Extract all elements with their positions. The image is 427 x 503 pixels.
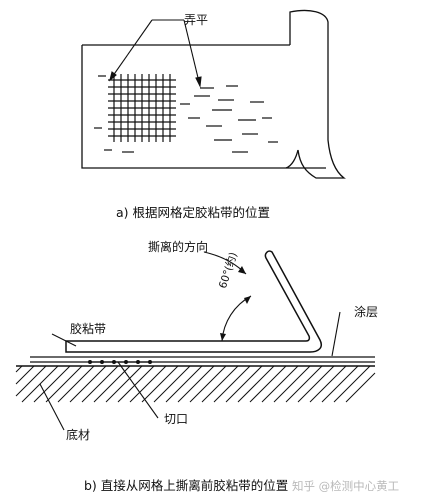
tape-curl-edge xyxy=(285,149,299,169)
label-peel-direction: 撕离的方向 xyxy=(148,240,209,254)
peel-arrowhead xyxy=(238,266,246,274)
angle-arrowhead-base xyxy=(220,333,226,341)
angle-arrowhead xyxy=(244,296,251,304)
caption-figure-b: b) 直接从网格上撕离前胶粘带的位置 xyxy=(84,478,289,493)
figure-a-sheet xyxy=(81,9,346,179)
smooth-leaders xyxy=(109,19,202,88)
substrate-hatching xyxy=(15,365,376,403)
coating-layer xyxy=(30,356,375,363)
label-tape: 胶粘带 xyxy=(70,322,107,336)
label-cut: 切口 xyxy=(164,412,189,426)
label-smooth: 弄平 xyxy=(184,13,209,27)
cut-marks xyxy=(88,360,152,364)
label-coating: 涂层 xyxy=(354,305,379,319)
caption-figure-a: a) 根据网格定胶粘带的位置 xyxy=(116,205,271,220)
watermark: 知乎 @检测中心黄工 xyxy=(292,479,400,493)
label-substrate: 底材 xyxy=(66,428,91,442)
cross-cut-grid xyxy=(108,74,176,142)
figure-b-leaders xyxy=(39,311,341,431)
smoothing-dashes xyxy=(94,75,278,153)
tape-peeled xyxy=(65,250,322,353)
tape-curl xyxy=(289,9,346,179)
sheet-outline xyxy=(81,44,326,169)
